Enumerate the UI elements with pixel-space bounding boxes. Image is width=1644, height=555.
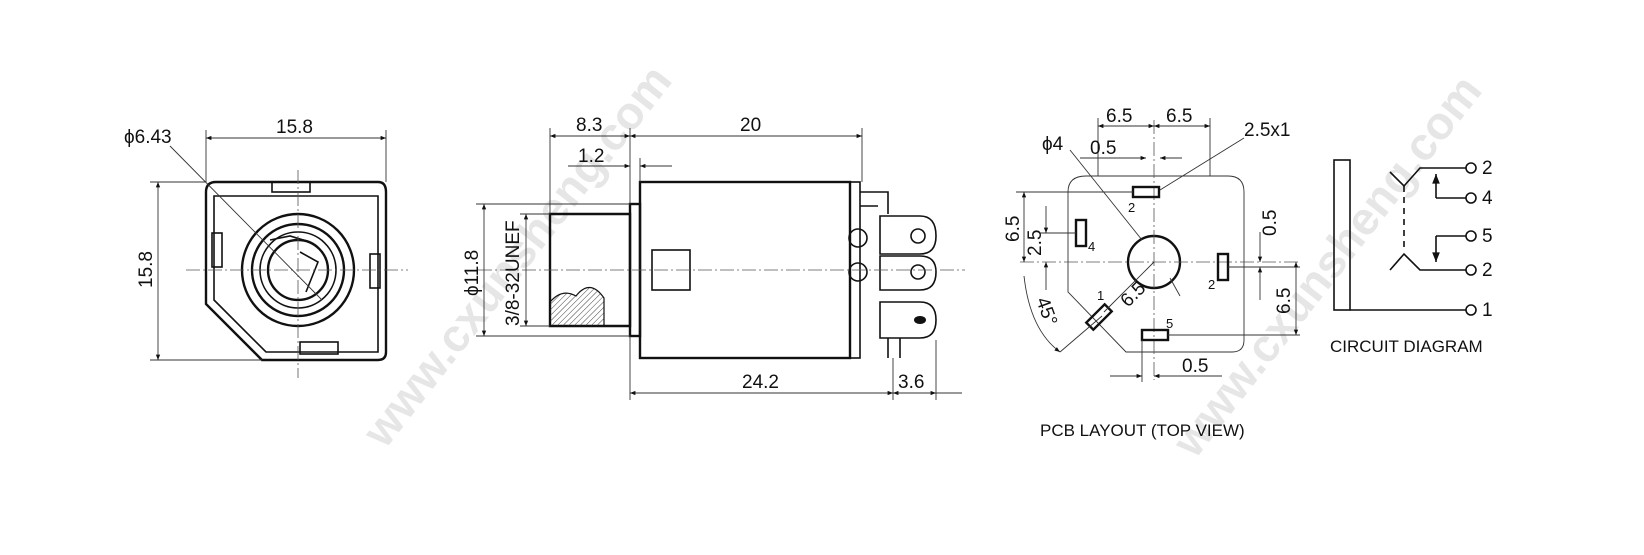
terminal-3-hole	[910, 264, 926, 280]
pcb-diag-dimline	[1103, 261, 1155, 313]
pcb-angle-arc	[1023, 275, 1061, 353]
circuit-spring-bottom	[1389, 252, 1466, 271]
pcb-angle-leg	[1059, 315, 1103, 353]
terminal-2	[879, 215, 937, 255]
side-thread-diameter-label: ϕ11.8	[462, 250, 483, 296]
terminal-4	[879, 301, 937, 339]
front-contact	[269, 235, 320, 293]
circuit-diagram-caption: CIRCUIT DIAGRAM	[1330, 337, 1483, 356]
terminal-2-hole	[910, 228, 926, 244]
front-view: 15.8 15.8 ϕ6.43	[124, 117, 408, 378]
terminal-2-rivet	[848, 228, 868, 248]
side-flange-label: 1.2	[578, 146, 604, 167]
front-notch-top	[271, 181, 311, 193]
pcb-pin-top-label: 2	[1128, 200, 1135, 215]
pcb-pin-left-label: 4	[1088, 239, 1095, 254]
pcb-top-left-label: 6.5	[1106, 106, 1132, 127]
circuit-node-2	[1465, 192, 1477, 204]
pcb-top-right-label: 6.5	[1166, 106, 1192, 127]
pcb-hole-leader	[1069, 149, 1143, 241]
pcb-right-v1-label: 0.5	[1260, 210, 1281, 236]
side-overall-length-label: 24.2	[742, 372, 779, 393]
pcb-pad-top	[1131, 185, 1161, 199]
terminal-4-dot	[914, 316, 926, 324]
side-terminals	[848, 191, 937, 358]
side-thread-spec-label: 3/8-32UNEF	[503, 220, 524, 326]
front-body-outline	[204, 180, 388, 362]
side-view: 8.3 20 1.2 ϕ11.8 3/8-32UNEF 24.2 3.6	[462, 115, 965, 400]
circuit-diagram: 2 4 5 2 1 CIRCUIT DIAGRAM	[1330, 158, 1493, 356]
pcb-pin-diag-label: 1	[1097, 288, 1104, 303]
pcb-outline	[1067, 175, 1245, 353]
circuit-sleeve-bar	[1333, 159, 1351, 311]
side-thread-length-label: 8.3	[576, 115, 602, 136]
circuit-spring-top	[1389, 167, 1466, 188]
front-body-inner	[213, 195, 379, 353]
terminal-1	[860, 191, 889, 214]
front-notch-left	[211, 232, 223, 268]
circuit-pin-label-2: 4	[1482, 188, 1493, 209]
circuit-pin-label-4: 2	[1482, 260, 1493, 281]
side-body-length-label: 20	[740, 115, 761, 136]
pcb-pad-size-leader	[1159, 137, 1245, 191]
side-pin-length-label: 3.6	[898, 372, 924, 393]
terminal-3	[879, 255, 937, 291]
pcb-offset-bottom-label: 0.5	[1182, 356, 1208, 377]
pcb-diag-tick	[1169, 277, 1181, 297]
pcb-pad-size-label: 2.5x1	[1244, 120, 1290, 141]
pcb-hole-label: ϕ4	[1042, 134, 1064, 155]
front-bore-leader	[169, 145, 323, 301]
front-notch-right	[369, 253, 381, 289]
circuit-node-4	[1465, 264, 1477, 276]
front-bore-label: ϕ6.43	[124, 127, 172, 148]
circuit-node-3	[1465, 230, 1477, 242]
terminal-3-rivet	[848, 262, 868, 282]
pcb-left-v2-label: 2.5	[1025, 230, 1046, 256]
front-notch-bottom	[299, 341, 339, 355]
circuit-pin-label-5: 1	[1482, 300, 1493, 321]
circuit-node-5	[1465, 304, 1477, 316]
pcb-offset-top-label: 0.5	[1090, 138, 1116, 159]
terminal-4-leg	[887, 338, 901, 358]
pcb-pad-bottom	[1140, 328, 1170, 342]
circuit-pin-label-3: 5	[1482, 226, 1493, 247]
front-height-label: 15.8	[136, 251, 157, 288]
front-width-label: 15.8	[276, 117, 313, 138]
pcb-layout-caption: PCB LAYOUT (TOP VIEW)	[1040, 421, 1245, 440]
watermark-text-2: www.cxunsheng.com	[1161, 65, 1491, 467]
circuit-node-1	[1465, 162, 1477, 174]
circuit-pin-label-1: 2	[1482, 158, 1493, 179]
pcb-pad-left	[1074, 218, 1088, 248]
pcb-angle-label: 45°	[1031, 295, 1061, 329]
pcb-pin-bottom-label: 5	[1166, 316, 1173, 331]
pcb-left-v1-label: 6.5	[1003, 216, 1024, 242]
pcb-right-v2-label: 6.5	[1274, 288, 1295, 314]
pcb-pad-right	[1216, 252, 1230, 282]
side-thread-hatch	[549, 286, 605, 327]
pcb-pin-right-label: 2	[1208, 277, 1215, 292]
pcb-layout: 2 4 2 1 5 6.5 6.5 2.5x1 0.5 ϕ4 6.5 2.5	[1003, 106, 1300, 440]
pcb-diag-label: 6.5	[1117, 278, 1151, 312]
